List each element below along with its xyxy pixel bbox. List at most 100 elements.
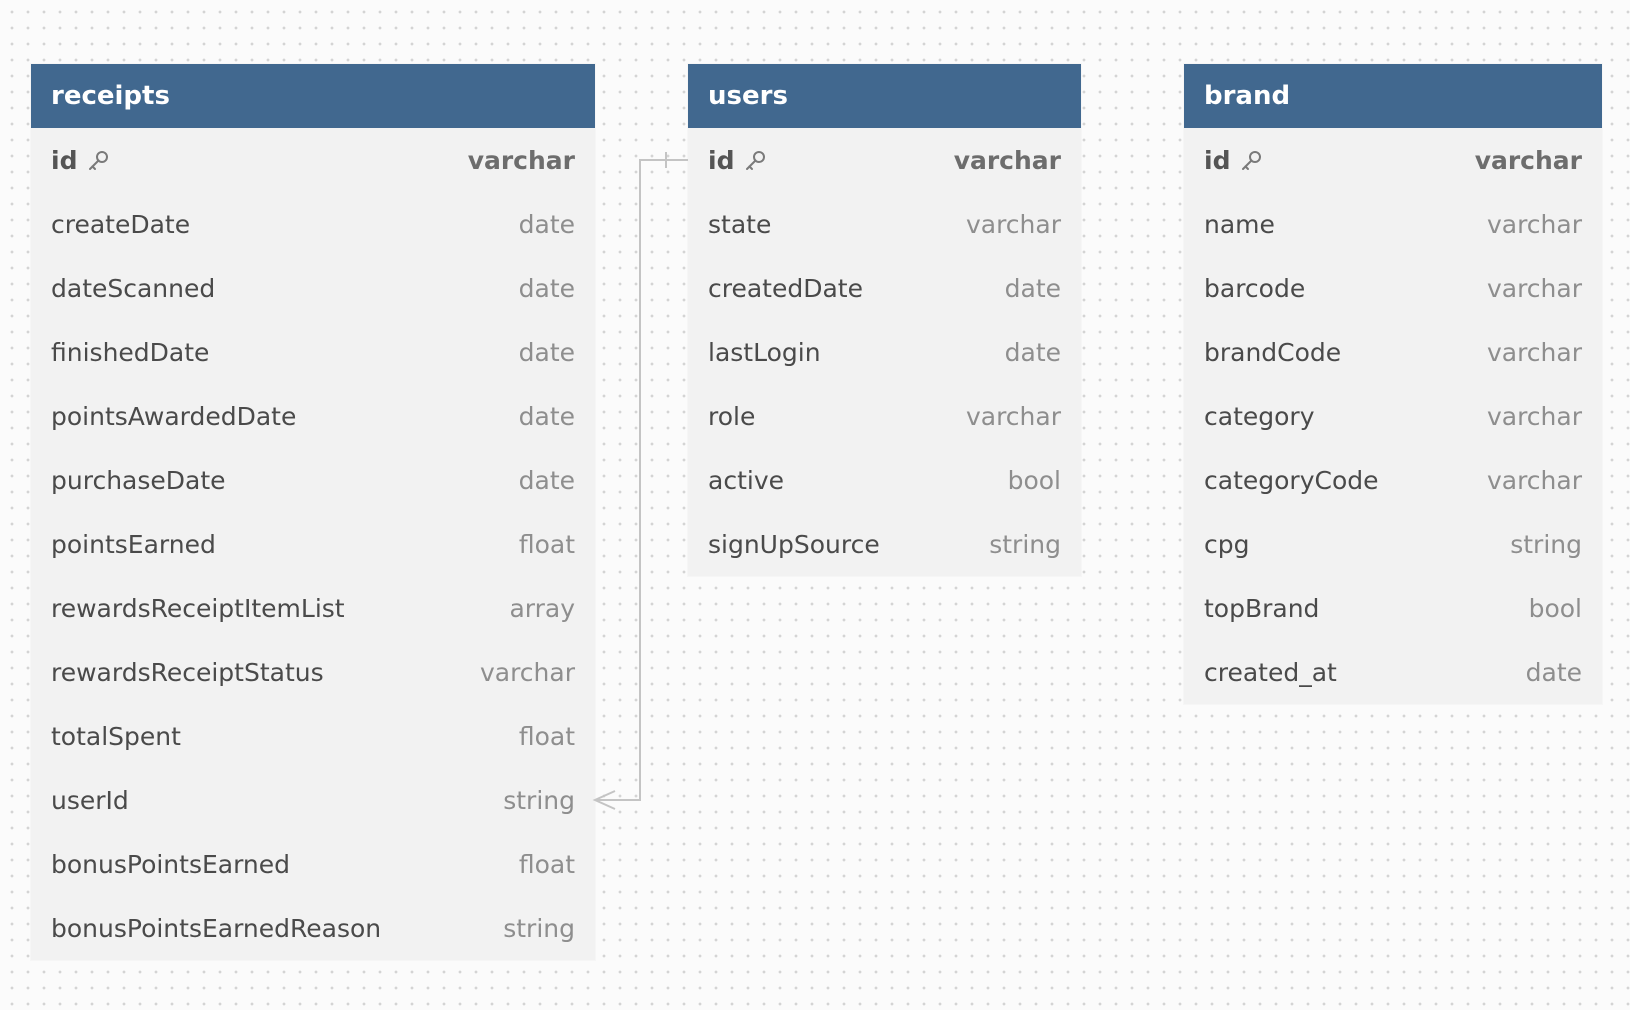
- column-name: totalSpent: [51, 721, 181, 751]
- column-row-cpg[interactable]: cpg string: [1184, 512, 1602, 576]
- column-row-id[interactable]: id varchar: [31, 128, 595, 192]
- column-type: date: [518, 273, 575, 303]
- column-row-name[interactable]: name varchar: [1184, 192, 1602, 256]
- column-row-createDate[interactable]: createDate date: [31, 192, 595, 256]
- column-type: date: [1525, 657, 1582, 687]
- column-row-categoryCode[interactable]: categoryCode varchar: [1184, 448, 1602, 512]
- column-type: float: [518, 529, 575, 559]
- column-name: pointsEarned: [51, 529, 216, 559]
- column-name: dateScanned: [51, 273, 216, 303]
- column-row-createdDate[interactable]: createdDate date: [688, 256, 1081, 320]
- column-row-bonusPointsEarnedReason[interactable]: bonusPointsEarnedReason string: [31, 896, 595, 960]
- column-name: cpg: [1204, 529, 1250, 559]
- column-type: array: [509, 593, 575, 623]
- column-type: date: [1004, 337, 1061, 367]
- column-row-purchaseDate[interactable]: purchaseDate date: [31, 448, 595, 512]
- column-name: signUpSource: [708, 529, 880, 559]
- column-row-finishedDate[interactable]: finishedDate date: [31, 320, 595, 384]
- column-name: id: [1204, 145, 1231, 175]
- column-row-rewardsReceiptStatus[interactable]: rewardsReceiptStatus varchar: [31, 640, 595, 704]
- key-icon: [89, 151, 109, 170]
- column-row-userId[interactable]: userId string: [31, 768, 595, 832]
- column-type: varchar: [1486, 209, 1582, 239]
- column-type: string: [503, 913, 575, 943]
- column-type: varchar: [1486, 337, 1582, 367]
- column-type: varchar: [1474, 145, 1582, 175]
- table-title: brand: [1204, 81, 1291, 111]
- column-name: lastLogin: [708, 337, 821, 367]
- column-row-bonusPointsEarned[interactable]: bonusPointsEarned float: [31, 832, 595, 896]
- column-row-active[interactable]: active bool: [688, 448, 1081, 512]
- key-icon: [1242, 151, 1262, 170]
- table-brand[interactable]: brand id varchar name varchar barcode varc…: [1184, 64, 1602, 704]
- column-row-state[interactable]: state varchar: [688, 192, 1081, 256]
- many-crowfoot-icon: [592, 790, 616, 810]
- column-row-dateScanned[interactable]: dateScanned date: [31, 256, 595, 320]
- column-type: string: [989, 529, 1061, 559]
- column-name: id: [708, 145, 735, 175]
- column-name: topBrand: [1204, 593, 1320, 623]
- column-row-role[interactable]: role varchar: [688, 384, 1081, 448]
- column-row-topBrand[interactable]: topBrand bool: [1184, 576, 1602, 640]
- column-row-brandCode[interactable]: brandCode varchar: [1184, 320, 1602, 384]
- table-header[interactable]: brand: [1184, 64, 1602, 128]
- column-type: date: [518, 401, 575, 431]
- column-name: role: [708, 401, 756, 431]
- column-type: float: [518, 849, 575, 879]
- table-title: receipts: [51, 81, 170, 111]
- table-header[interactable]: users: [688, 64, 1081, 128]
- column-name: userId: [51, 785, 129, 815]
- key-icon: [746, 151, 766, 170]
- column-name: state: [708, 209, 772, 239]
- column-row-barcode[interactable]: barcode varchar: [1184, 256, 1602, 320]
- column-name: finishedDate: [51, 337, 210, 367]
- column-type: string: [1510, 529, 1582, 559]
- column-name: rewardsReceiptStatus: [51, 657, 324, 687]
- column-type: varchar: [953, 145, 1061, 175]
- column-type: date: [518, 337, 575, 367]
- column-type: date: [518, 209, 575, 239]
- column-name: created_at: [1204, 657, 1337, 687]
- column-name: purchaseDate: [51, 465, 226, 495]
- column-row-lastLogin[interactable]: lastLogin date: [688, 320, 1081, 384]
- column-type: varchar: [1486, 401, 1582, 431]
- table-header[interactable]: receipts: [31, 64, 595, 128]
- column-type: varchar: [479, 657, 575, 687]
- column-row-pointsAwardedDate[interactable]: pointsAwardedDate date: [31, 384, 595, 448]
- column-row-signUpSource[interactable]: signUpSource string: [688, 512, 1081, 576]
- column-name: category: [1204, 401, 1315, 431]
- column-type: varchar: [1486, 465, 1582, 495]
- column-name: brandCode: [1204, 337, 1342, 367]
- column-type: varchar: [467, 145, 575, 175]
- column-type: date: [518, 465, 575, 495]
- column-name: pointsAwardedDate: [51, 401, 297, 431]
- column-type: date: [1004, 273, 1061, 303]
- table-receipts[interactable]: receipts id varchar createDate date dateS…: [31, 64, 595, 960]
- column-type: varchar: [1486, 273, 1582, 303]
- column-row-id[interactable]: id varchar: [688, 128, 1081, 192]
- column-name: createdDate: [708, 273, 863, 303]
- column-name: categoryCode: [1204, 465, 1379, 495]
- column-row-pointsEarned[interactable]: pointsEarned float: [31, 512, 595, 576]
- column-row-created_at[interactable]: created_at date: [1184, 640, 1602, 704]
- column-name: barcode: [1204, 273, 1306, 303]
- column-name: active: [708, 465, 784, 495]
- column-name: createDate: [51, 209, 191, 239]
- column-name: id: [51, 145, 78, 175]
- table-title: users: [708, 81, 788, 111]
- column-type: string: [503, 785, 575, 815]
- column-name: bonusPointsEarnedReason: [51, 913, 382, 943]
- column-row-id[interactable]: id varchar: [1184, 128, 1602, 192]
- column-name: name: [1204, 209, 1275, 239]
- column-type: varchar: [965, 401, 1061, 431]
- column-name: bonusPointsEarned: [51, 849, 291, 879]
- column-type: bool: [1007, 465, 1061, 495]
- column-type: varchar: [965, 209, 1061, 239]
- relationship-line: [595, 159, 688, 801]
- column-type: bool: [1528, 593, 1582, 623]
- column-row-category[interactable]: category varchar: [1184, 384, 1602, 448]
- table-users[interactable]: users id varchar state varchar createdDat…: [688, 64, 1081, 576]
